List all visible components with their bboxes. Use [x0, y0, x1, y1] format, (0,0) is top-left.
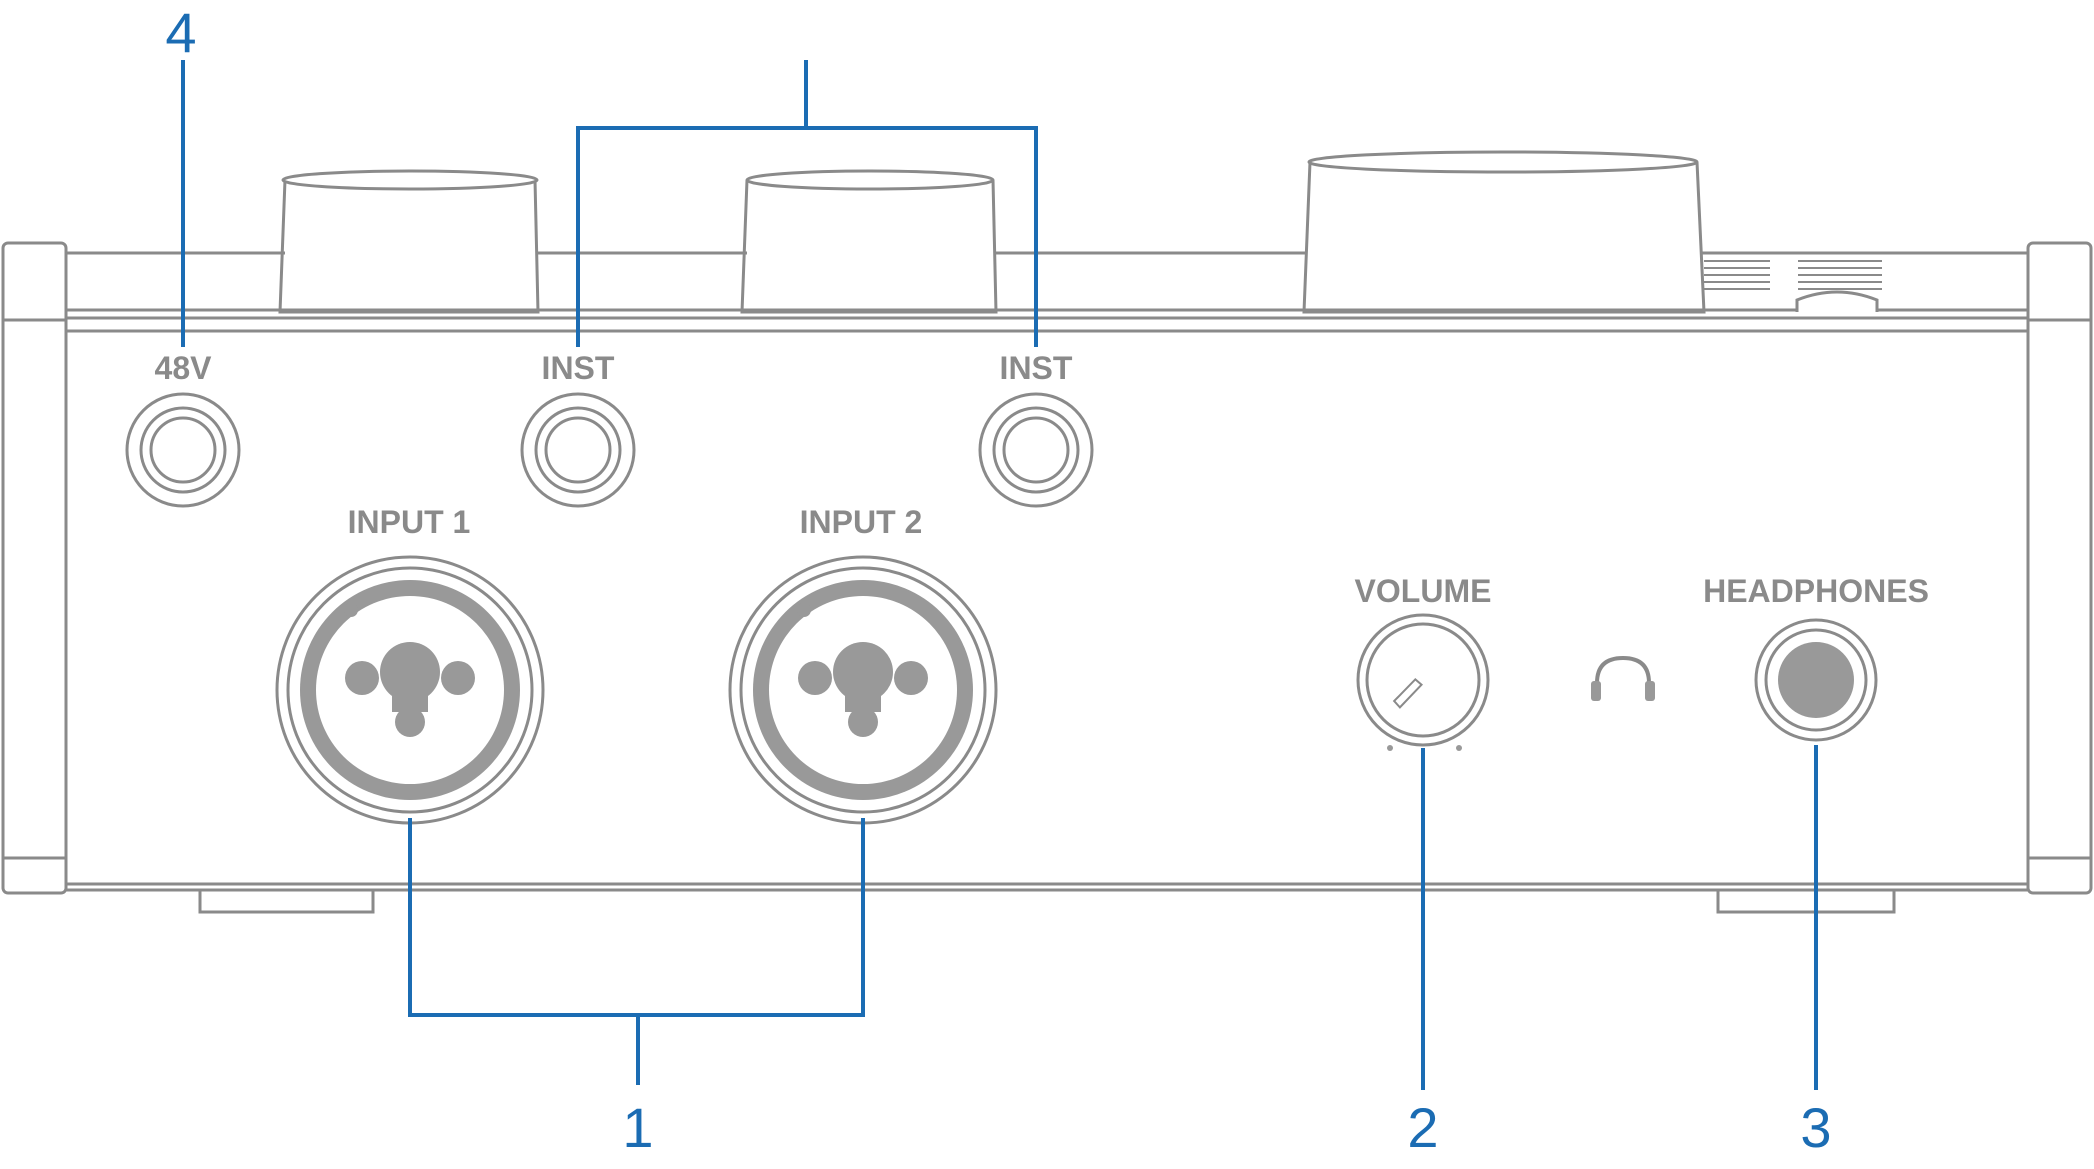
vent-grille [1704, 260, 1882, 290]
inst-button-1[interactable] [520, 392, 636, 508]
right-end-cap [2026, 241, 2093, 895]
label-48v: 48V [155, 350, 213, 386]
combo-jack-input-2[interactable] [728, 555, 998, 825]
callout-number-3: 3 [1800, 1096, 1831, 1159]
label-inst-1: INST [542, 350, 615, 386]
callout-lines-inputs [408, 818, 865, 1085]
foot-right [1716, 890, 1896, 914]
left-end-cap [1, 241, 68, 895]
label-volume: VOLUME [1355, 573, 1492, 609]
gain-knob-2 [740, 169, 998, 314]
label-inst-2: INST [1000, 350, 1073, 386]
callout-number-1: 1 [622, 1096, 653, 1159]
label-input-2: INPUT 2 [800, 504, 923, 540]
label-headphones: HEADPHONES [1703, 573, 1929, 609]
monitor-knob [1302, 150, 1706, 314]
foot-left [198, 890, 375, 914]
callout-number-2: 2 [1407, 1096, 1438, 1159]
inst-button-2[interactable] [978, 392, 1094, 508]
label-input-1: INPUT 1 [348, 504, 471, 540]
callout-number-4: 4 [165, 1, 196, 64]
headphone-jack[interactable] [1754, 618, 1878, 742]
headphones-icon [1591, 655, 1655, 701]
volume-knob[interactable] [1356, 613, 1490, 751]
top-small-knob [1795, 290, 1879, 312]
combo-jack-input-1[interactable] [275, 555, 545, 825]
gain-knob-1 [278, 169, 540, 314]
48v-button[interactable] [125, 392, 241, 508]
callout-lines-inst [576, 60, 1038, 347]
